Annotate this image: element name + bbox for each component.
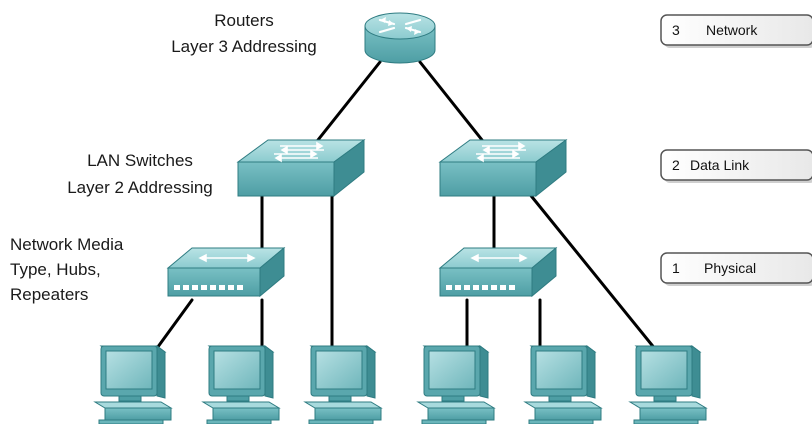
link-router-switch-left — [308, 60, 382, 152]
layer-number: 1 — [672, 260, 680, 276]
layer-box-physical: 1 Physical — [660, 252, 812, 286]
layer-name: Network — [706, 22, 758, 38]
hub-icon[interactable] — [166, 246, 286, 298]
switches-caption-line2: Layer 2 Addressing — [67, 178, 213, 197]
layer-box-network: 3 Network — [660, 14, 812, 48]
computer-icon[interactable] — [201, 345, 281, 424]
links — [150, 60, 662, 357]
layer-box-data-link: 2 Data Link — [660, 149, 812, 183]
layer-number: 3 — [672, 22, 680, 38]
routers-caption-line1: Routers — [214, 11, 274, 30]
layer-number: 2 — [672, 157, 680, 173]
layer-name: Physical — [704, 260, 756, 276]
computer-icon[interactable] — [416, 345, 496, 424]
link-router-switch-right — [418, 60, 492, 152]
computer-icon[interactable] — [523, 345, 603, 424]
computer-icon[interactable] — [93, 345, 173, 424]
media-caption-line3: Repeaters — [10, 285, 88, 304]
switches-caption-line1: LAN Switches — [87, 151, 193, 170]
media-caption-line2: Type, Hubs, — [10, 260, 101, 279]
routers-caption-line2: Layer 3 Addressing — [171, 37, 317, 56]
link-switch-right-pc6 — [526, 190, 662, 357]
switch-icon[interactable] — [438, 139, 568, 198]
hub-icon[interactable] — [438, 246, 558, 298]
computer-icon[interactable] — [628, 345, 708, 424]
computer-icon[interactable] — [303, 345, 383, 424]
link-hub-left-pc1 — [150, 298, 194, 357]
switch-icon[interactable] — [236, 139, 366, 198]
layer-name: Data Link — [690, 157, 750, 173]
media-caption-line1: Network Media — [10, 235, 124, 254]
router-icon[interactable] — [364, 12, 436, 64]
